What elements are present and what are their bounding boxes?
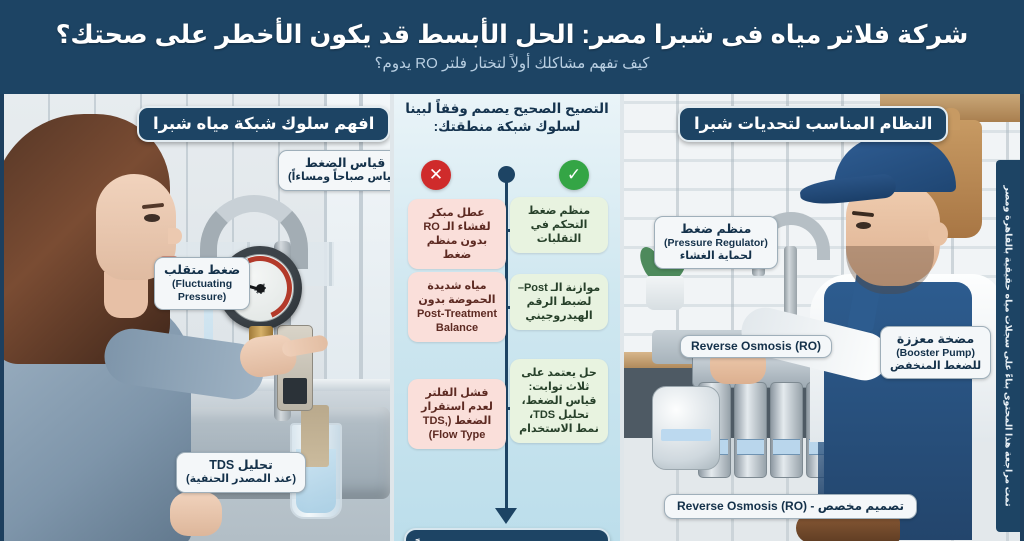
ro-filter-cartridge [734, 382, 767, 478]
tank-strip [661, 429, 711, 441]
bottom-label: تصميم مخصص - Reverse Osmosis (RO) [677, 499, 905, 513]
center-comparison-panel: التصيح الصحيح يصمم وفقاً لبينا لسلوك شبك… [394, 94, 620, 541]
left-panel: TDS [4, 94, 390, 541]
gauge-hub [255, 283, 265, 293]
woman-lower-hand [170, 492, 222, 536]
callout-en: (Pressure Regulator) [664, 237, 768, 250]
gauge-tick [260, 287, 290, 289]
callout-subtitle: (قياس صباحاً ومساءاً) [288, 171, 390, 184]
ro-label: Reverse Osmosis (RO) [691, 339, 822, 353]
callout-booster-pump: مضخة معززة (Booster Pump) للضغط المنخفض [880, 326, 992, 380]
tds-meter-screen [283, 378, 307, 404]
cartridge-band [737, 439, 764, 455]
woman-eye [144, 214, 160, 222]
panel-divider-right [620, 94, 624, 541]
comparison-card-bad-1: عطل مبكر لفشاء الـ RO بدون منظم ضغط [408, 199, 506, 270]
ro-storage-tank [652, 386, 720, 470]
callout-custom-ro-design: تصميم مخصص - Reverse Osmosis (RO) [664, 494, 918, 519]
callout-fluctuating-pressure: ضغط متقلب (Fluctuating Pressure) [154, 257, 251, 310]
page-subtitle: كيف تفهم مشاكلك أولاً لتختار فلتر RO يدو… [374, 54, 650, 72]
tds-strip [301, 405, 329, 467]
callout-tds-analysis: تحليل TDS (عند المصدر الحنفية) [176, 452, 306, 493]
row-connector [489, 229, 525, 232]
callout-ro-system: Reverse Osmosis (RO) [680, 335, 833, 358]
callout-subtitle: لحماية الغشاء [679, 250, 753, 263]
callout-subtitle: (عند المصدر الحنفية) [186, 473, 296, 486]
check-icon: ✓ [559, 160, 589, 190]
right-scene-illustration [624, 94, 1020, 541]
ro-filter-cartridge [770, 382, 803, 478]
callout-pressure-measurement: قياس الضغط (قياس صباحاً ومساءاً) [278, 150, 390, 191]
callout-en-line2: Pressure) [177, 291, 227, 304]
callout-pressure-regulator: منظم ضغط (Pressure Regulator) لحماية الغ… [654, 216, 778, 270]
row-connector [489, 306, 525, 309]
page-title: شركة فلاتر مياه فى شبرا مصر: الحل الأبسط… [55, 21, 969, 50]
center-panel-heading: التصيح الصحيح يصمم وفقاً لبينا لسلوك شبك… [405, 101, 609, 135]
callout-title: تحليل TDS [209, 458, 273, 472]
timeline-spine [505, 172, 508, 512]
callout-title: قياس الضغط [304, 156, 386, 170]
comparison-card-bad-3: فشل الفلتر لعدم استقرار الضغط (TDS, Flow… [408, 379, 506, 450]
row-connector [489, 407, 525, 410]
woman-illustration [4, 100, 330, 541]
right-panel: النظام المناسب لتحديات شبرا منظم ضغط (Pr… [624, 94, 1020, 541]
callout-subtitle: للضغط المنخفض [890, 360, 982, 373]
cartridge-band [773, 439, 800, 455]
vertical-credit-text: تمت مراجعة هذا المحتوى بناءً على سجلات م… [1002, 185, 1014, 507]
right-panel-heading: النظام المناسب لتحديات شبرا [678, 106, 949, 142]
timeline-arrow-icon [495, 508, 517, 524]
cross-icon: ✕ [421, 160, 451, 190]
center-final-banner: الفلتر المناسب يصمم وفقاً لسلوك شبكة منط… [404, 528, 610, 541]
callout-title: ضغط متقلب [164, 263, 241, 277]
comparison-card-good-3: حل يعتمد على ثلاث توابت: قياس الضغط، تحل… [510, 359, 608, 444]
woman-nose [168, 228, 182, 244]
vertical-credit-strip: تمت مراجعة هذا المحتوى بناءً على سجلات م… [996, 160, 1020, 532]
comparison-card-good-2: موازنة الـ Post– لضبط الرقم الهيدروجيني [510, 274, 608, 331]
callout-title: مضخة معززة [896, 332, 975, 346]
comparison-card-bad-2: مياه شديدة الحموضة بدون Post-Treatment B… [408, 272, 506, 343]
kitchen-window [324, 94, 390, 394]
callout-title: منظم ضغط [680, 222, 752, 236]
comparison-card-good-1: منظم ضغط التحكم في التقلبات [510, 197, 608, 254]
left-panel-heading: افهم سلوك شبكة مياه شبرا [137, 106, 390, 142]
plant-pot [646, 276, 684, 310]
technician-illustration [710, 106, 1020, 541]
technician-ear [928, 222, 948, 246]
header-banner: شركة فلاتر مياه فى شبرا مصر: الحل الأبسط… [0, 0, 1024, 94]
panel-divider-left [390, 94, 394, 541]
technician-eye [856, 222, 871, 229]
callout-en: (Booster Pump) [896, 347, 975, 360]
callout-en-line1: (Fluctuating [172, 278, 233, 291]
